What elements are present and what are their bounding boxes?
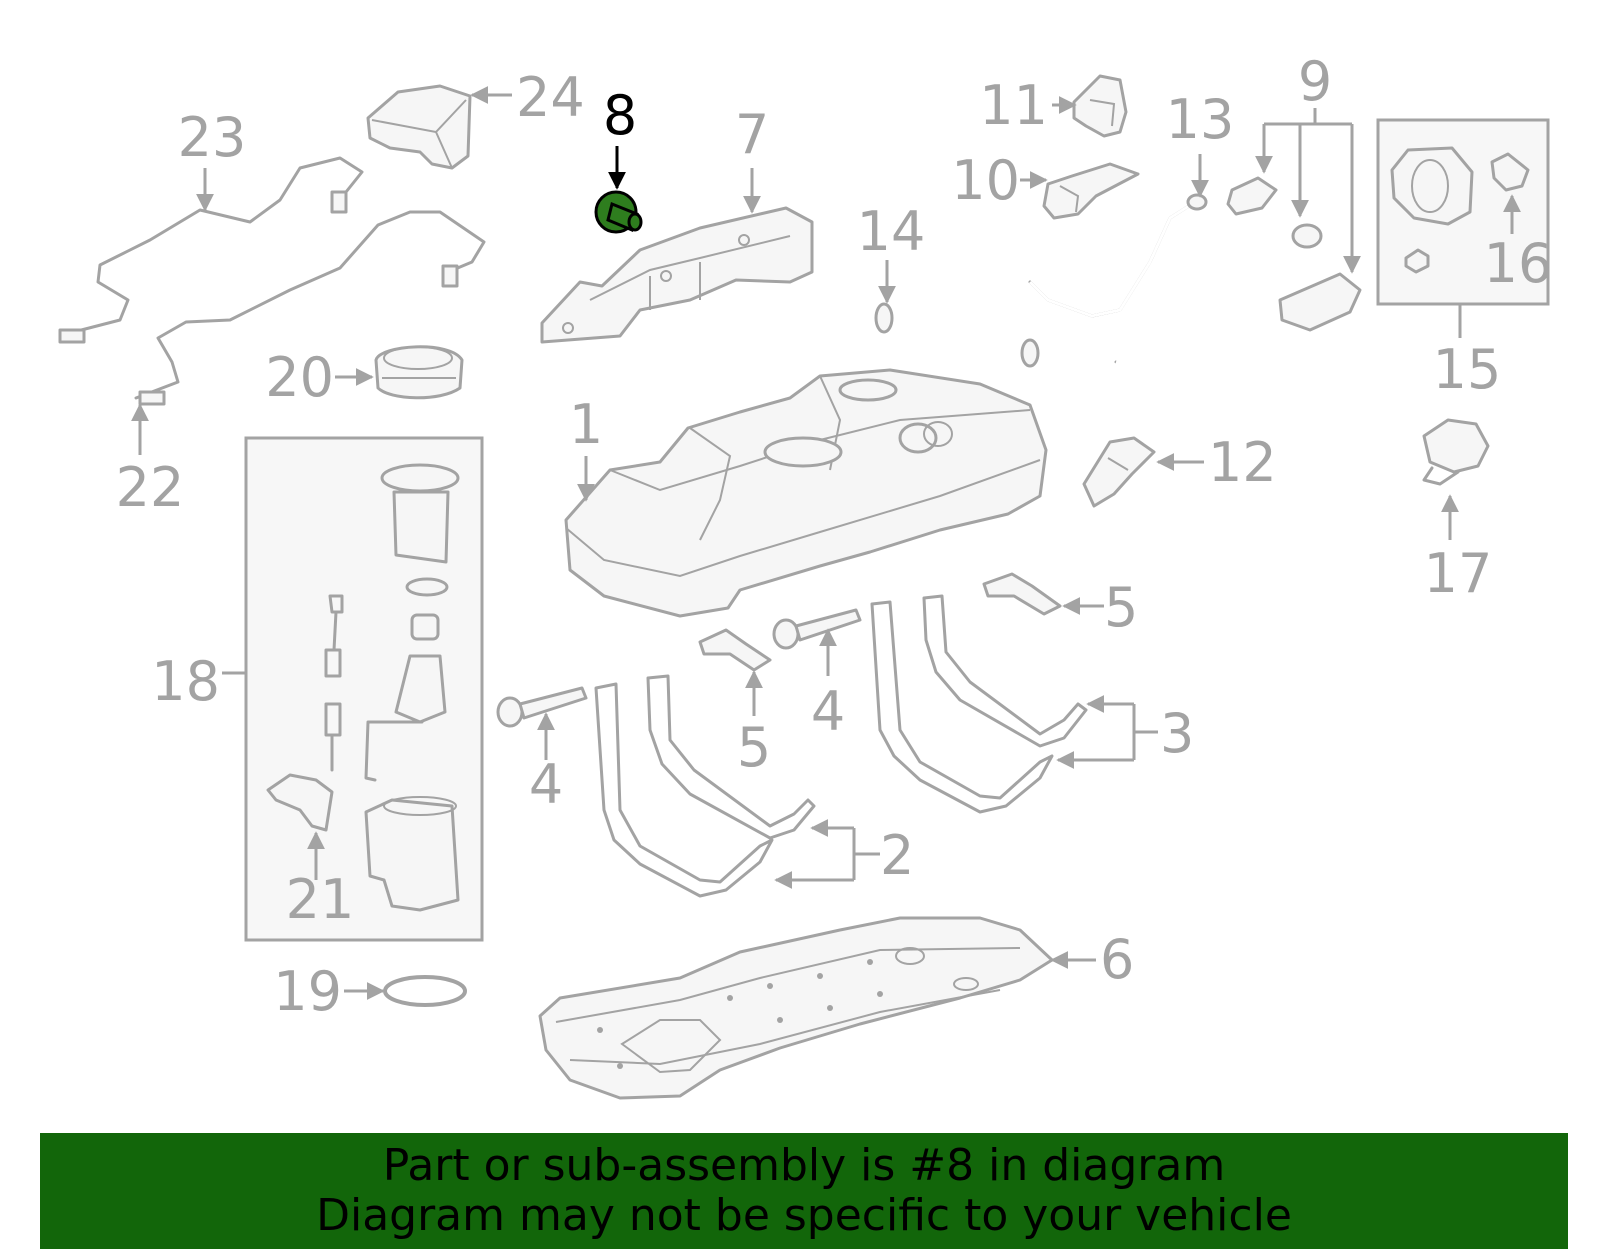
part-14-hose[interactable]	[874, 299, 1040, 368]
part-11-clip[interactable]	[1072, 74, 1128, 138]
callout-24: 24	[516, 66, 585, 129]
part-4-bolt-upper[interactable]	[772, 608, 862, 650]
part-4-bolt-lower[interactable]	[496, 686, 588, 728]
part-20-lock-ring[interactable]	[374, 345, 464, 400]
callout-4-lower: 4	[529, 753, 563, 816]
callout-5-right: 5	[1104, 576, 1138, 639]
callout-5-left: 5	[737, 716, 771, 779]
callout-18: 18	[151, 650, 220, 713]
part-5-bracket-right[interactable]	[982, 572, 1062, 616]
callout-14: 14	[857, 200, 926, 263]
callout-4-upper: 4	[811, 680, 845, 743]
part-17-fuel-cap[interactable]	[1422, 418, 1490, 486]
part-10-bracket[interactable]	[1042, 162, 1140, 220]
leader-2	[852, 828, 880, 880]
part-12-bracket[interactable]	[1082, 436, 1156, 508]
part-5-bracket-left[interactable]	[698, 628, 772, 672]
callout-20: 20	[265, 346, 334, 409]
callout-3: 3	[1160, 702, 1194, 765]
callout-6: 6	[1100, 928, 1134, 991]
callout-16: 16	[1484, 232, 1553, 295]
part-1-fuel-tank[interactable]	[564, 368, 1048, 618]
callout-2: 2	[880, 824, 914, 887]
leader-9	[1264, 108, 1352, 126]
part-2-straps[interactable]	[594, 674, 816, 898]
callout-7: 7	[735, 103, 769, 166]
leader-3	[1132, 704, 1158, 760]
part-19-gasket[interactable]	[383, 975, 467, 1007]
part-6-skid-plate[interactable]	[538, 916, 1054, 1100]
part-18-pump-assembly-box[interactable]	[244, 436, 484, 942]
part-24-cover[interactable]	[366, 84, 472, 170]
callout-13: 13	[1166, 88, 1235, 151]
part-3-straps[interactable]	[870, 594, 1088, 814]
part-9-filler-neck[interactable]	[1114, 176, 1362, 380]
callout-17: 17	[1424, 542, 1493, 605]
part-8-highlighted[interactable]	[594, 190, 643, 234]
callout-22: 22	[116, 456, 185, 519]
banner-line-1: Part or sub-assembly is #8 in diagram	[382, 1140, 1226, 1191]
part-23-harness[interactable]	[58, 156, 486, 406]
callout-1: 1	[569, 393, 603, 456]
callout-12: 12	[1208, 431, 1277, 494]
callout-19: 19	[273, 960, 342, 1023]
part-15-fuel-door-box[interactable]	[1376, 118, 1550, 306]
callout-21: 21	[286, 868, 355, 931]
info-banner: Part or sub-assembly is #8 in diagram Di…	[40, 1133, 1568, 1249]
callout-15: 15	[1433, 338, 1502, 401]
callout-9: 9	[1298, 50, 1332, 113]
callout-8-highlighted: 8	[603, 84, 637, 147]
callout-23: 23	[178, 106, 247, 169]
callout-10: 10	[951, 149, 1020, 212]
callout-11: 11	[979, 74, 1048, 137]
banner-line-2: Diagram may not be specific to your vehi…	[316, 1190, 1292, 1241]
part-7-heat-shield[interactable]	[540, 206, 814, 344]
